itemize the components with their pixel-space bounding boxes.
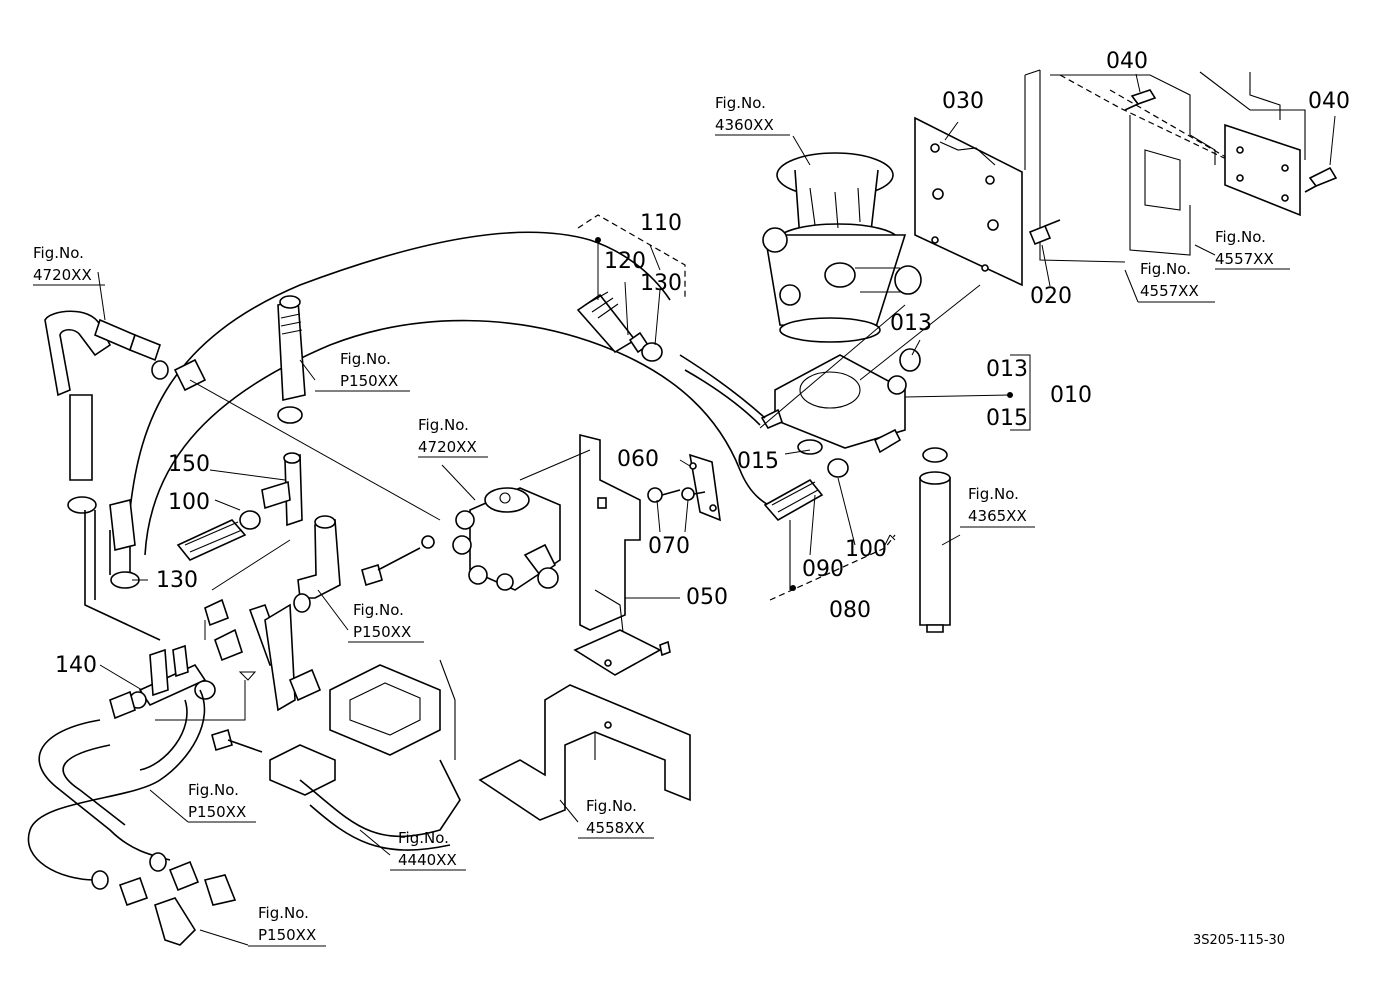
fig-4365-l2: 4365XX bbox=[968, 507, 1027, 525]
fitting-mid-left bbox=[248, 603, 322, 712]
engine-base-4440 bbox=[269, 659, 461, 851]
fig-p150-mid-l2: P150XX bbox=[353, 623, 411, 641]
fig-4720-left-l1: Fig.No. bbox=[33, 244, 84, 262]
fig-4440-l2: 4440XX bbox=[398, 851, 457, 869]
part-030: 030 bbox=[942, 89, 984, 114]
bolt-020 bbox=[1028, 219, 1061, 246]
part-015-a: 015 bbox=[737, 449, 779, 474]
part-060: 060 bbox=[617, 447, 659, 472]
part-110: 110 bbox=[640, 211, 682, 236]
part-013-a: 013 bbox=[890, 311, 932, 336]
hose-assy-080 bbox=[763, 458, 896, 601]
fig-4557-a-l2: 4557XX bbox=[1215, 250, 1274, 268]
part-040-a: 040 bbox=[1106, 49, 1148, 74]
part-013-b: 013 bbox=[986, 357, 1028, 382]
part-010: 010 bbox=[1050, 383, 1092, 408]
fig-p150-bottom-l2: P150XX bbox=[258, 926, 316, 944]
fig-p150-mid-l1: Fig.No. bbox=[353, 601, 404, 619]
fig-4720-left-l2: 4720XX bbox=[33, 266, 92, 284]
hose-p150-top bbox=[277, 295, 306, 424]
hose-assy-110 bbox=[576, 214, 686, 362]
part-150: 150 bbox=[168, 452, 210, 477]
connection-lines bbox=[155, 284, 981, 721]
hose-to-bowl bbox=[679, 354, 766, 426]
fig-p150-bottom-l1: Fig.No. bbox=[258, 904, 309, 922]
hose-left-4720 bbox=[44, 310, 207, 514]
fig-4557-b-l1: Fig.No. bbox=[1140, 260, 1191, 278]
bolt-040-a bbox=[1124, 89, 1157, 111]
hose-lower-loop bbox=[27, 689, 206, 890]
part-130-a: 130 bbox=[640, 271, 682, 296]
drawing-code: 3S205-115-30 bbox=[1193, 933, 1285, 948]
air-cleaner-4360 bbox=[762, 152, 922, 343]
fig-4365-l1: Fig.No. bbox=[968, 485, 1019, 503]
fig-4558-l1: Fig.No. bbox=[586, 797, 637, 815]
plate-4557 bbox=[1224, 123, 1301, 217]
hose-left-lower bbox=[84, 499, 161, 641]
hose-p150-mid bbox=[204, 515, 341, 662]
tee-140 bbox=[129, 644, 216, 709]
bolts-070 bbox=[647, 487, 706, 503]
part-015-b: 015 bbox=[986, 406, 1028, 431]
leader-lines bbox=[97, 73, 1336, 946]
bracket-4558 bbox=[478, 684, 691, 821]
bolt-valve bbox=[361, 535, 435, 587]
fig-4557-b-l2: 4557XX bbox=[1140, 282, 1199, 300]
fig-4720-mid-l2: 4720XX bbox=[418, 438, 477, 456]
part-120: 120 bbox=[604, 249, 646, 274]
fig-p150-low-l2: P150XX bbox=[188, 803, 246, 821]
bolt-4440 bbox=[211, 728, 263, 753]
part-020: 020 bbox=[1030, 284, 1072, 309]
part-070: 070 bbox=[648, 534, 690, 559]
part-100-a: 100 bbox=[845, 537, 887, 562]
bracket-030 bbox=[914, 116, 1023, 287]
part-100-b: 100 bbox=[168, 490, 210, 515]
fig-p150-top-l1: Fig.No. bbox=[340, 350, 391, 368]
fitting-150 bbox=[261, 452, 303, 527]
leader-dots bbox=[595, 237, 1013, 591]
fig-4440-l1: Fig.No. bbox=[398, 829, 449, 847]
bracket-060 bbox=[688, 453, 721, 522]
hose-100 bbox=[176, 510, 261, 561]
fig-4557-a-l1: Fig.No. bbox=[1215, 228, 1266, 246]
part-090: 090 bbox=[802, 557, 844, 582]
sediment-bowl-010 bbox=[760, 348, 921, 455]
fig-4720-mid-l1: Fig.No. bbox=[418, 416, 469, 434]
part-040-b: 040 bbox=[1308, 89, 1350, 114]
fig-4558-l2: 4558XX bbox=[586, 819, 645, 837]
fig-4360-l1: Fig.No. bbox=[715, 94, 766, 112]
valve-4720-center bbox=[452, 487, 561, 591]
bolt-040-b bbox=[1304, 166, 1338, 193]
part-080: 080 bbox=[829, 598, 871, 623]
pipe-4365 bbox=[919, 447, 951, 633]
fig-p150-top-l2: P150XX bbox=[340, 372, 398, 390]
fig-4360-l2: 4360XX bbox=[715, 116, 774, 134]
part-number-labels: 040 040 030 020 110 120 130 013 013 010 … bbox=[55, 49, 1350, 678]
part-140: 140 bbox=[55, 653, 97, 678]
long-hose-upper bbox=[129, 231, 781, 556]
part-130-b: 130 bbox=[156, 568, 198, 593]
fig-p150-low-l1: Fig.No. bbox=[188, 781, 239, 799]
bracket-050 bbox=[573, 433, 671, 676]
fittings-bottom bbox=[118, 860, 237, 946]
figure-labels: Fig.No. 4360XX Fig.No. 4720XX Fig.No. P1… bbox=[33, 94, 1290, 947]
part-050: 050 bbox=[686, 585, 728, 610]
